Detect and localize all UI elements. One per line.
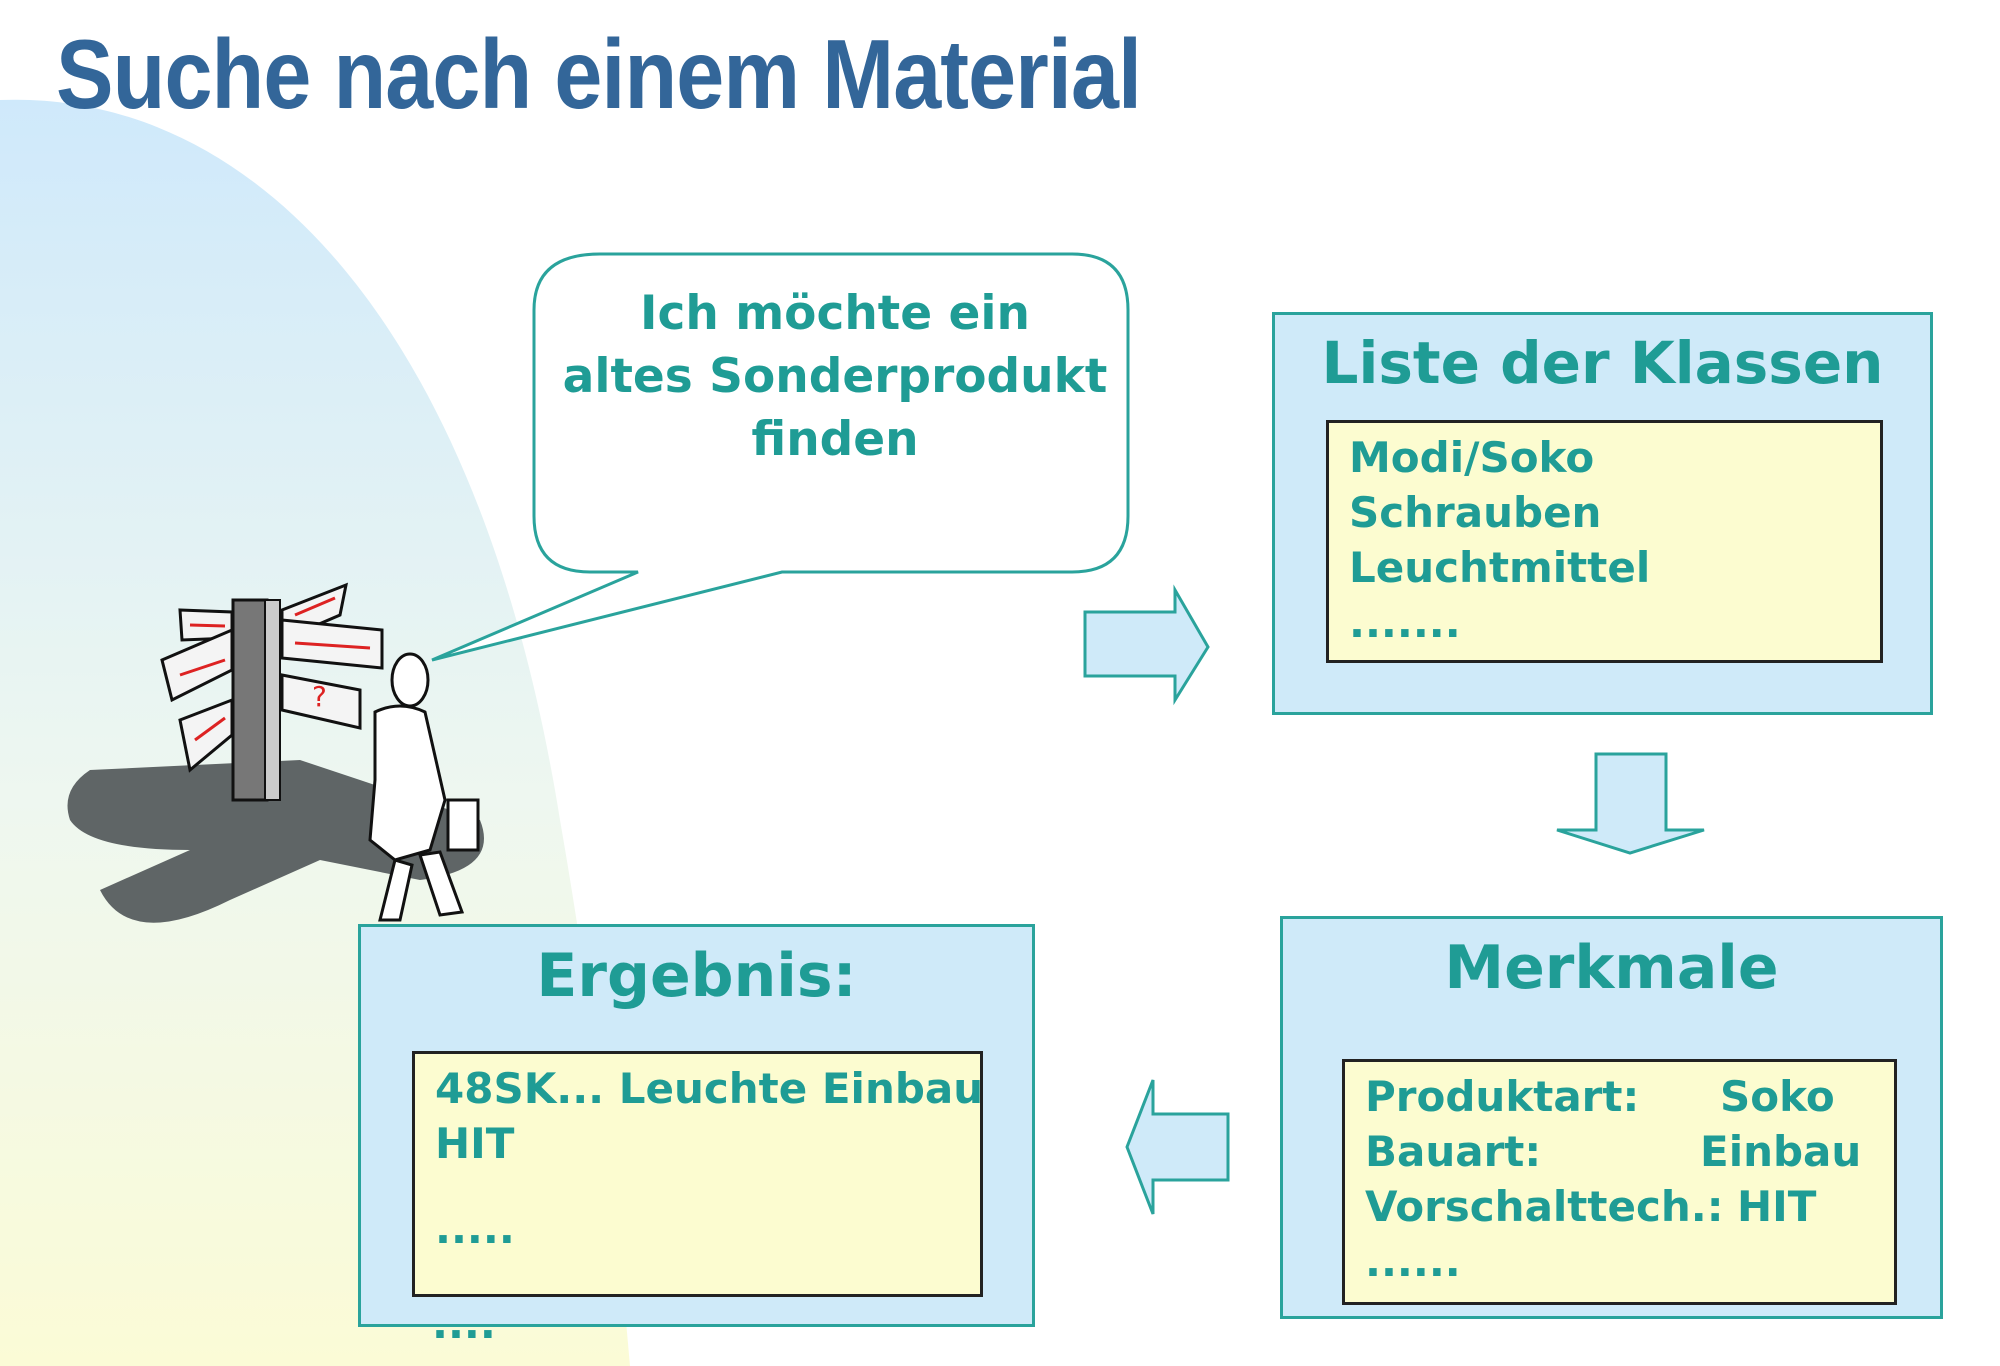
classes-list: Modi/Soko Schrauben Leuchtmittel .......	[1326, 420, 1883, 663]
features-box: Merkmale Produktart: Soko Bauart: Einbau…	[1280, 916, 1943, 1319]
feature-label: Vorschalttech.:	[1365, 1182, 1724, 1231]
page-title: Suche nach einem Material	[56, 19, 1142, 129]
speech-bubble-line: Ich möchte ein	[640, 286, 1030, 341]
features-box-title: Merkmale	[1444, 933, 1779, 1003]
feature-value: Einbau	[1700, 1127, 1862, 1176]
result-line: HIT	[435, 1119, 515, 1168]
speech-bubble-line: altes Sonderprodukt	[562, 349, 1108, 404]
feature-ellipsis: ......	[1365, 1237, 1461, 1286]
classes-box: Liste der Klassen Modi/Soko Schrauben Le…	[1272, 312, 1933, 715]
result-box: Ergebnis: 48SK... Leuchte Einbau HIT ...…	[358, 924, 1035, 1348]
features-list: Produktart: Soko Bauart: Einbau Vorschal…	[1342, 1059, 1897, 1305]
speech-bubble-shape	[431, 252, 1130, 662]
classes-box-title: Liste der Klassen	[1321, 329, 1884, 397]
list-item: .......	[1349, 598, 1461, 647]
arrow-left-icon	[1125, 1079, 1230, 1215]
list-item: Modi/Soko	[1349, 433, 1595, 482]
result-trailing: ....	[432, 1299, 496, 1348]
list-item: Leuchtmittel	[1349, 543, 1651, 592]
result-list: 48SK... Leuchte Einbau HIT .....	[412, 1051, 983, 1297]
feature-value: HIT	[1737, 1182, 1817, 1231]
result-box-title: Ergebnis:	[536, 941, 857, 1011]
signpost-clipart-icon: ?	[67, 582, 484, 923]
feature-value: Soko	[1720, 1072, 1835, 1121]
speech-bubble-line: finden	[751, 412, 919, 467]
feature-label: Bauart:	[1365, 1127, 1542, 1176]
speech-bubble: Ich möchte ein altes Sonderprodukt finde…	[540, 282, 1130, 471]
arrow-down-icon	[1556, 752, 1705, 855]
arrow-right-icon	[1083, 584, 1210, 706]
svg-text:?: ?	[312, 680, 327, 713]
feature-label: Produktart:	[1365, 1072, 1640, 1121]
result-line: 48SK... Leuchte Einbau	[435, 1064, 984, 1113]
list-item: Schrauben	[1349, 488, 1602, 537]
result-line: .....	[435, 1204, 515, 1253]
